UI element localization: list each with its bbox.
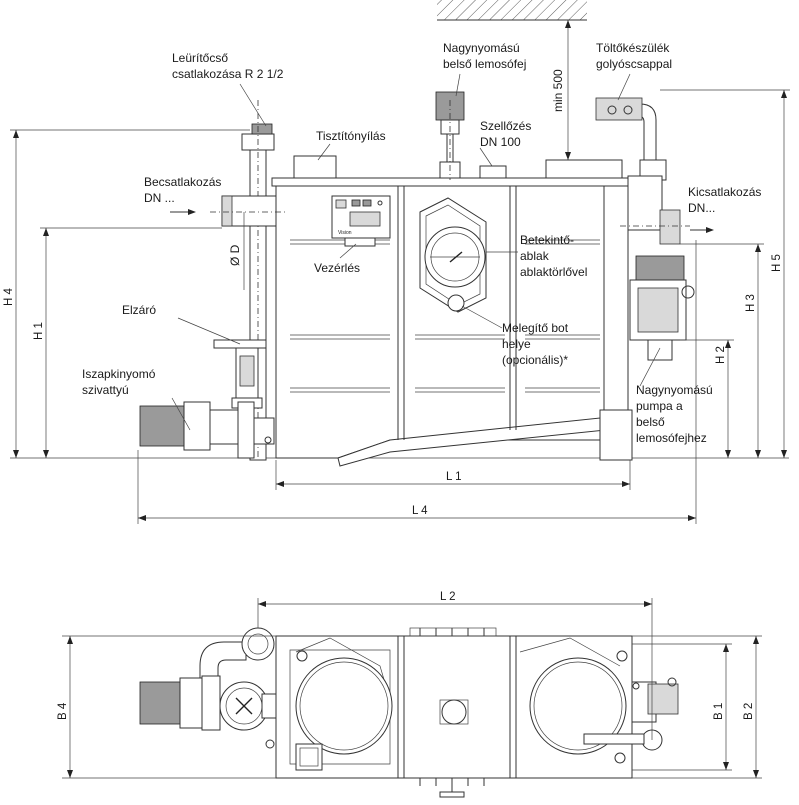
dim-l1: L 1 — [446, 471, 462, 483]
label-kicsatlakozas-1: Kicsatlakozás — [688, 185, 761, 199]
tank-side-view: Vision — [271, 91, 633, 467]
label-elzaro: Elzáró — [122, 303, 156, 317]
label-szellozes-1: Szellőzés — [480, 119, 531, 133]
label-pumpa-1: Nagynyomású — [636, 383, 713, 397]
label-melegito-2: helye — [502, 337, 531, 351]
top-view-piping-left — [139, 627, 277, 749]
outlet-pipe — [620, 175, 690, 245]
label-nagynyomasu-2: belső lemosófej — [443, 57, 526, 71]
dim-h3: H 3 — [745, 294, 757, 312]
dim-h1: H 1 — [33, 322, 45, 340]
dim-b2: B 2 — [743, 703, 755, 720]
label-toltokeszulek-1: Töltőkészülék — [596, 41, 670, 55]
label-betekinto-2: ablak — [520, 249, 550, 263]
dim-l4: L 4 — [412, 505, 428, 517]
dim-b1: B 1 — [713, 703, 725, 720]
label-becsatlakozas-1: Becsatlakozás — [144, 175, 221, 189]
label-leuritocso-1: Leürítőcső — [172, 51, 228, 65]
shutoff-valve — [213, 339, 267, 409]
tank-top-view — [275, 627, 633, 798]
dim-l2: L 2 — [440, 591, 456, 603]
fill-device — [595, 97, 667, 181]
leader-lines — [171, 73, 661, 431]
label-leuritocso-2: csatlakozása R 2 1/2 — [172, 67, 284, 81]
label-min500: min 500 — [551, 69, 565, 112]
label-kicsatlakozas-2: DN... — [688, 201, 715, 215]
label-betekinto-3: ablaktörlővel — [520, 265, 587, 279]
high-pressure-pump — [629, 255, 695, 361]
dim-h2: H 2 — [715, 346, 727, 364]
dim-b4: B 4 — [57, 702, 69, 720]
dim-h4: H 4 — [3, 288, 15, 307]
sludge-pump — [139, 401, 275, 459]
label-od: Ø D — [228, 244, 242, 266]
dimension-labels: H 4 H 1 H 2 H 3 H 5 L 1 L 4 L 2 B 4 B 1 … — [3, 254, 783, 720]
label-toltokeszulek-2: golyóscsappal — [596, 57, 672, 71]
label-melegito-1: Melegítő bot — [502, 321, 569, 335]
controller-brand: Vision — [338, 230, 352, 236]
label-becsatlakozas-2: DN ... — [144, 191, 175, 205]
label-pumpa-4: lemosófejhez — [636, 431, 707, 445]
label-betekinto-1: Betekintő- — [520, 233, 574, 247]
label-tisztitonyilas: Tisztítónyílás — [316, 129, 386, 143]
label-vezerles: Vezérlés — [314, 261, 360, 275]
labels: Leürítőcső csatlakozása R 2 1/2 Nagynyom… — [82, 41, 761, 445]
label-pumpa-2: pumpa a — [636, 399, 683, 413]
label-pumpa-3: belső — [636, 415, 665, 429]
label-melegito-3: (opcionális)* — [502, 353, 568, 367]
label-szellozes-2: DN 100 — [480, 135, 521, 149]
dim-h5: H 5 — [771, 254, 783, 272]
label-iszap-2: szivattyú — [82, 383, 129, 397]
dimension-lines-side — [10, 20, 790, 524]
controller-box: Vision — [331, 195, 391, 247]
dimension-lines-top — [62, 598, 762, 779]
label-iszap-1: Iszapkinyomó — [82, 367, 156, 381]
ceiling — [437, 0, 587, 21]
label-nagynyomasu-1: Nagynyomású — [443, 41, 520, 55]
